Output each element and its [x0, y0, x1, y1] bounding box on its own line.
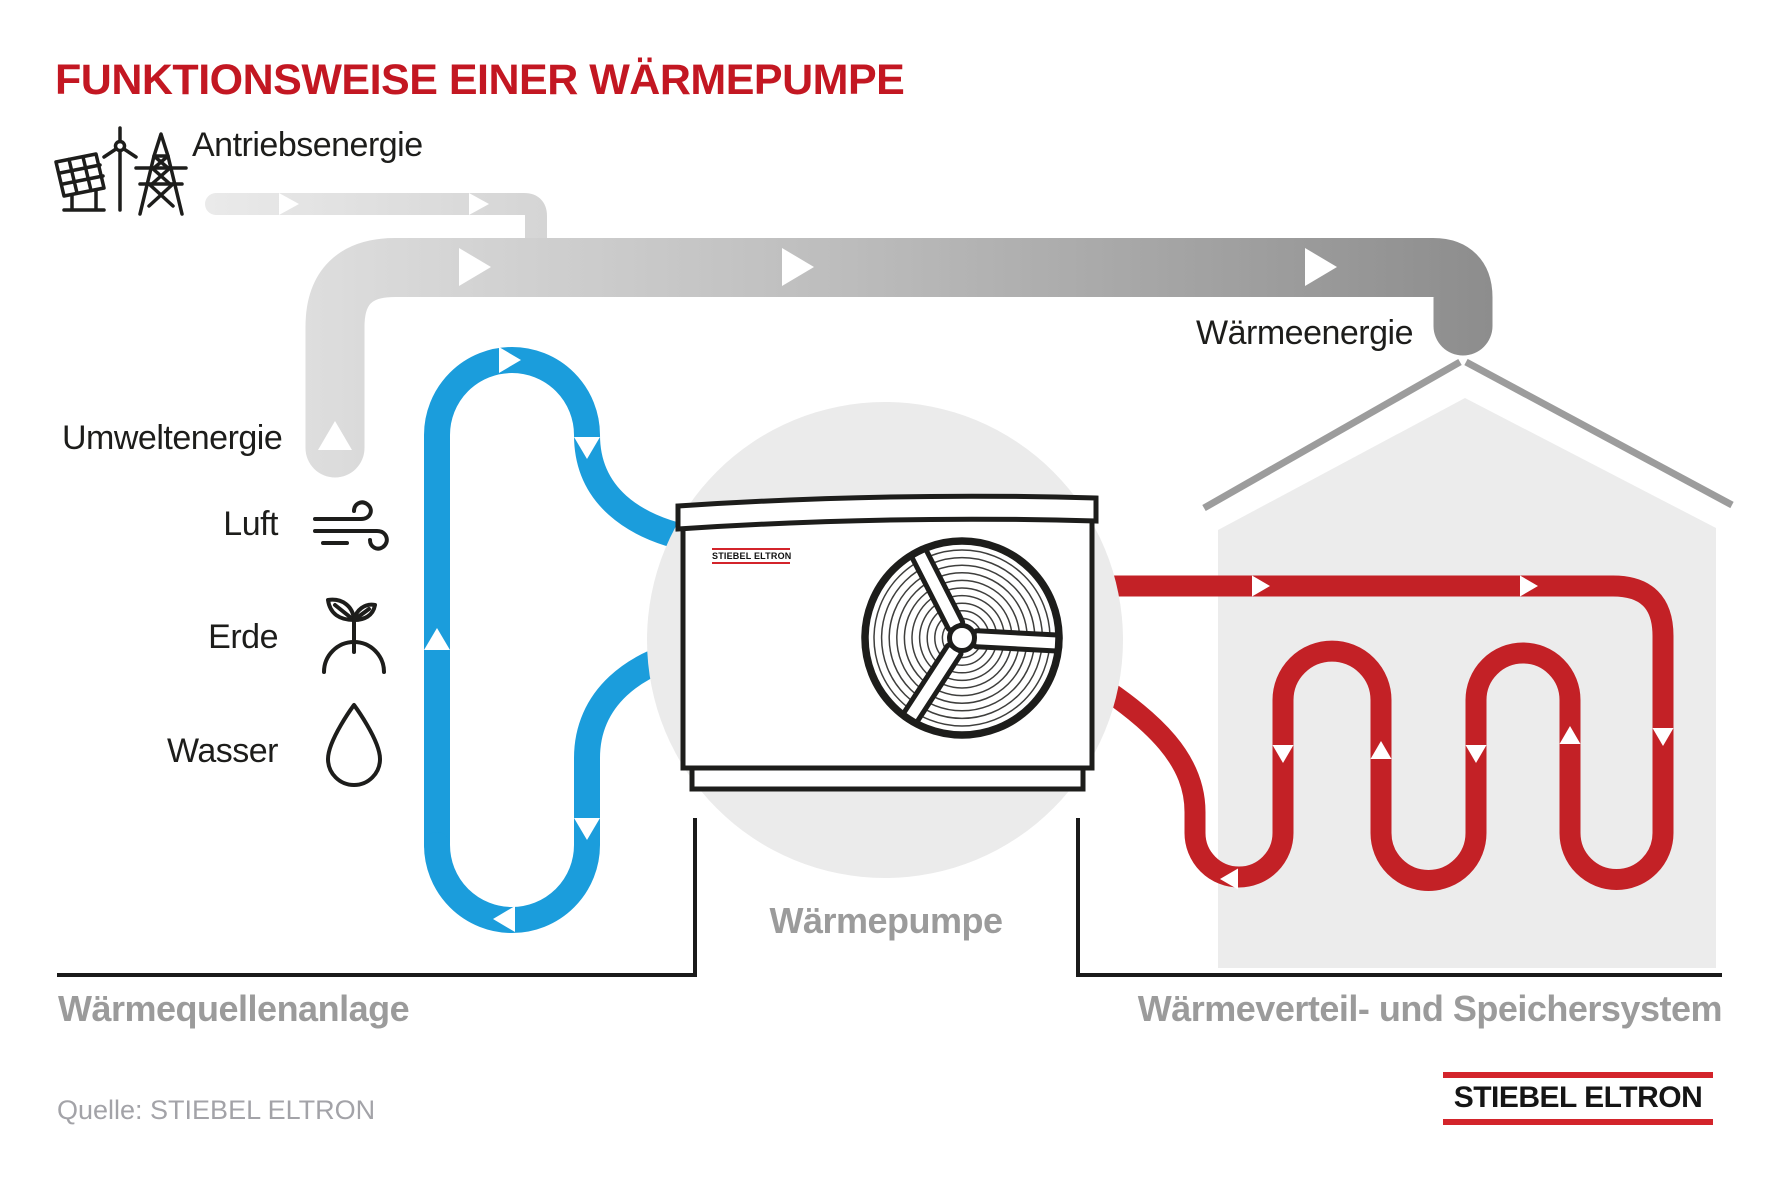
flow-arrow-icon — [1252, 575, 1270, 597]
heat-pump-base — [689, 765, 1086, 792]
house-fill — [1218, 398, 1716, 968]
fan-icon — [861, 537, 1063, 739]
seedling-icon — [322, 597, 386, 674]
water-drop-icon — [326, 703, 382, 787]
heat-pump-brand-label: STIEBEL ELTRON — [712, 548, 791, 564]
distribution-system-label: Wärmeverteil- und Speichersystem — [1137, 988, 1723, 1029]
flow-arrow-icon — [318, 421, 352, 450]
roof-line-right — [1464, 358, 1734, 509]
heat-pump-lid — [675, 493, 1099, 532]
energy-flow-arrows — [279, 193, 1337, 450]
heat-energy-pipe — [305, 238, 1493, 478]
roof-line-left — [1202, 358, 1462, 512]
page-title: FUNKTIONSWEISE EINER WÄRMEPUMPE — [55, 56, 905, 104]
water-label: Wasser — [167, 732, 278, 770]
flow-arrow-icon — [459, 248, 491, 286]
flow-arrow-icon — [499, 347, 521, 373]
brand-logo: STIEBEL ELTRON — [1443, 1072, 1713, 1125]
source-credit: Quelle: STIEBEL ELTRON — [57, 1095, 376, 1125]
flow-arrow-icon — [1370, 741, 1392, 759]
flow-arrow-icon — [279, 193, 299, 215]
flow-arrow-icon — [1559, 726, 1581, 744]
flow-arrow-icon — [1465, 745, 1487, 763]
house-shape — [1202, 358, 1734, 968]
flow-arrow-icon — [1652, 728, 1674, 746]
flow-arrow-icon — [424, 628, 450, 650]
heat-pump-label: Wärmepumpe — [769, 900, 1003, 941]
drive-energy-pipe — [205, 193, 547, 257]
flow-arrow-icon — [1220, 868, 1238, 890]
distribution-flow-arrows — [1220, 575, 1674, 890]
flow-arrow-icon — [574, 437, 600, 459]
source-loop-flow-arrows — [424, 347, 600, 932]
solar-panel-wind-turbine-power-tower-icon — [54, 126, 188, 216]
heat-energy-label: Wärmeenergie — [1196, 314, 1413, 352]
flow-arrow-icon — [1272, 745, 1294, 763]
earth-label: Erde — [208, 618, 278, 656]
flow-arrow-icon — [1305, 248, 1337, 286]
source-system-bracket — [57, 818, 697, 977]
air-label: Luft — [223, 505, 278, 543]
flow-arrow-icon — [782, 248, 814, 286]
flow-arrow-icon — [493, 906, 515, 932]
flow-arrow-icon — [469, 193, 489, 215]
heat-pump-unit — [675, 493, 1099, 792]
source-loop-pipe — [424, 347, 715, 933]
source-loop-supply-pipe — [424, 347, 715, 858]
drive-energy-label: Antriebsenergie — [192, 126, 423, 164]
source-system-label: Wärmequellenanlage — [58, 988, 410, 1029]
distribution-pipe — [1066, 575, 1674, 891]
environment-energy-label: Umweltenergie — [62, 419, 283, 457]
flow-arrow-icon — [1520, 575, 1538, 597]
distribution-system-bracket — [1076, 818, 1722, 977]
source-loop-return-pipe — [424, 636, 715, 933]
flow-arrow-icon — [574, 818, 600, 840]
wind-icon — [313, 500, 389, 551]
